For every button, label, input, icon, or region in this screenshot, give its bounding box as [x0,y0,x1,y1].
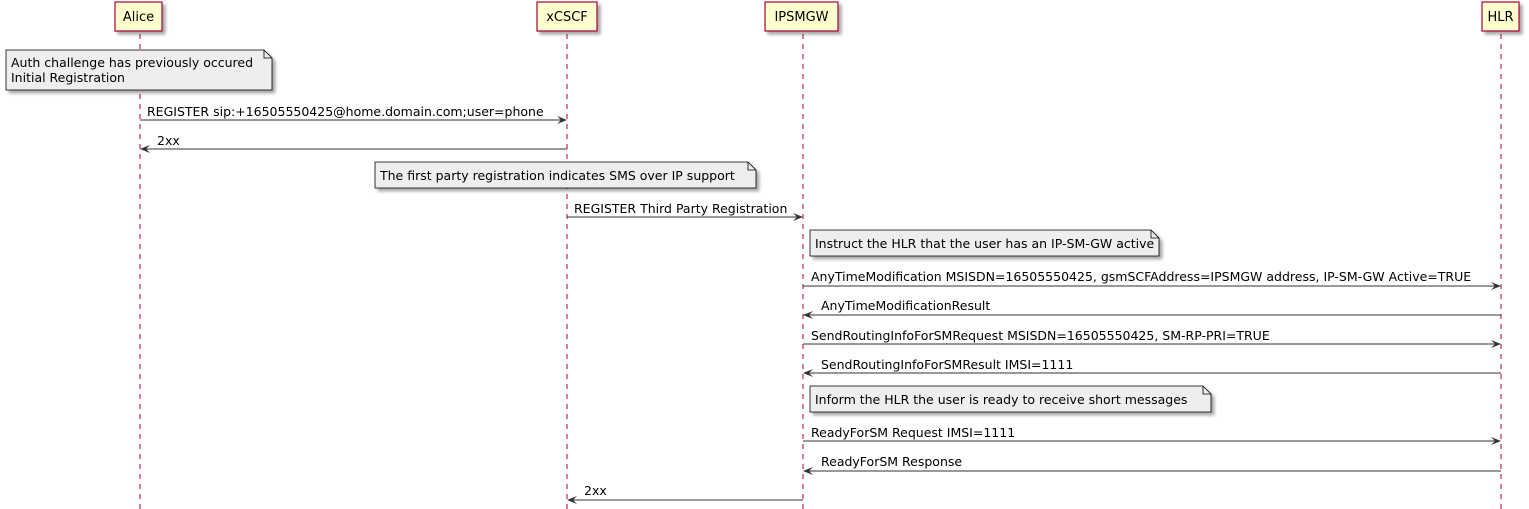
note-line: Initial Registration [11,70,125,85]
message-register: REGISTER sip:+16505550425@home.domain.co… [140,104,567,124]
message-label: ReadyForSM Response [821,454,962,469]
participant-xcscf[interactable]: xCSCF [536,1,598,32]
participant-ipsmgw-label: IPSMGW [774,10,828,25]
note-line: Inform the HLR the user is ready to rece… [815,392,1187,407]
message-ready-for-sm-response: ReadyForSM Response [803,454,1501,475]
note-first-party: The first party registration indicates S… [374,161,757,189]
message-label: SendRoutingInfoForSMRequest MSISDN=16505… [811,328,1270,343]
message-label: 2xx [157,133,180,148]
participant-hlr[interactable]: HLR [1481,1,1520,32]
message-label: REGISTER sip:+16505550425@home.domain.co… [147,104,544,119]
message-any-time-modification-result: AnyTimeModificationResult [803,298,1501,319]
note-line: Instruct the HLR that the user has an IP… [815,236,1155,251]
message-register-third-party: REGISTER Third Party Registration [567,201,803,221]
participants: Alice xCSCF IPSMGW HLR [114,1,1520,32]
participant-ipsmgw[interactable]: IPSMGW [764,1,839,32]
note-instruct-hlr: Instruct the HLR that the user has an IP… [809,229,1160,257]
message-2xx-to-alice: 2xx [140,133,567,153]
message-2xx-to-xcscf: 2xx [567,483,803,504]
notes: Auth challenge has previously occured In… [5,49,1212,413]
message-label: 2xx [584,483,607,498]
note-line: The first party registration indicates S… [379,168,735,183]
message-label: REGISTER Third Party Registration [574,201,787,216]
message-any-time-modification: AnyTimeModification MSISDN=16505550425, … [803,269,1501,290]
message-label: AnyTimeModification MSISDN=16505550425, … [811,269,1471,284]
note-inform-hlr: Inform the HLR the user is ready to rece… [809,385,1212,413]
message-send-routing-info-request: SendRoutingInfoForSMRequest MSISDN=16505… [803,328,1501,348]
participant-hlr-label: HLR [1487,10,1513,25]
note-auth-challenge: Auth challenge has previously occured In… [5,49,273,91]
message-label: SendRoutingInfoForSMResult IMSI=1111 [821,357,1073,372]
message-ready-for-sm-request: ReadyForSM Request IMSI=1111 [803,425,1501,445]
participant-xcscf-label: xCSCF [546,10,588,25]
participant-alice[interactable]: Alice [114,1,163,32]
message-label: AnyTimeModificationResult [821,298,990,313]
message-label: ReadyForSM Request IMSI=1111 [811,425,1015,440]
note-line: Auth challenge has previously occured [11,55,253,70]
messages: REGISTER sip:+16505550425@home.domain.co… [140,104,1501,504]
participant-alice-label: Alice [123,10,154,25]
message-send-routing-info-result: SendRoutingInfoForSMResult IMSI=1111 [803,357,1501,377]
